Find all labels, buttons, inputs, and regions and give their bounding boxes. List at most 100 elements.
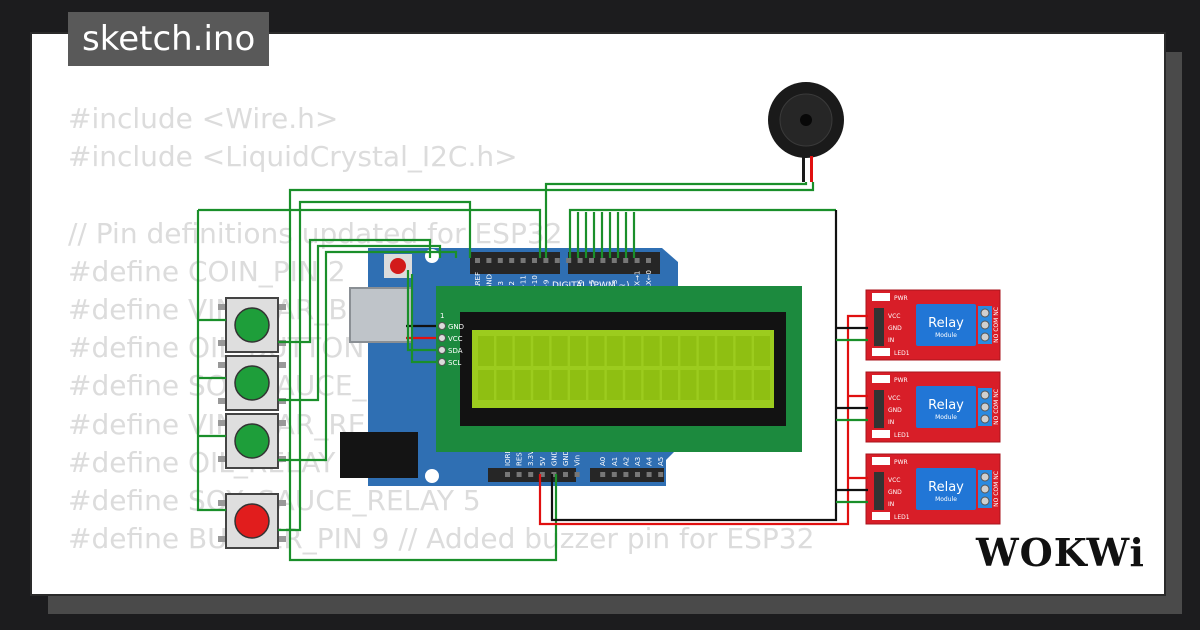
terminal-screw[interactable] xyxy=(980,390,990,400)
lcd-cell xyxy=(625,370,642,400)
terminal-screw[interactable] xyxy=(980,472,990,482)
lcd-cell xyxy=(570,336,586,366)
button-leg xyxy=(218,420,228,426)
relay-pin-label: VCC xyxy=(888,477,900,484)
header-pin[interactable] xyxy=(623,472,629,477)
lcd-cell xyxy=(662,370,678,400)
header-pin[interactable] xyxy=(634,258,640,263)
lcd-pin[interactable] xyxy=(438,322,446,330)
push-button[interactable] xyxy=(218,355,286,411)
lcd-cell xyxy=(754,370,770,400)
terminal-screw[interactable] xyxy=(980,484,990,494)
pin-label: IOREF xyxy=(504,445,512,466)
header-pin[interactable] xyxy=(635,472,640,477)
header-pin[interactable] xyxy=(509,258,515,263)
pin-label: ~3 xyxy=(611,280,619,290)
terminal-screw[interactable] xyxy=(980,414,990,424)
pin-label: GND xyxy=(485,274,493,290)
header-pin[interactable] xyxy=(554,258,560,263)
lcd-pin[interactable] xyxy=(438,334,446,342)
header-pin[interactable] xyxy=(475,258,480,263)
header-pin[interactable] xyxy=(543,258,549,263)
lcd-cell xyxy=(643,370,660,400)
header-pin[interactable] xyxy=(623,258,629,263)
push-button[interactable] xyxy=(218,413,286,469)
header-pin[interactable] xyxy=(486,258,492,263)
lcd-pin[interactable] xyxy=(438,358,446,366)
header-pin[interactable] xyxy=(646,472,652,477)
status-led xyxy=(872,430,890,438)
button-cap[interactable] xyxy=(234,423,270,459)
pin-label: ~10 xyxy=(531,275,539,290)
relay-pin-label: GND xyxy=(888,489,902,496)
buzzer[interactable] xyxy=(768,82,844,182)
header-pin[interactable] xyxy=(539,472,545,477)
pin-label: ~6 xyxy=(577,279,585,290)
header-pin[interactable] xyxy=(658,472,664,477)
push-button[interactable] xyxy=(218,493,286,549)
terminal-screw[interactable] xyxy=(980,496,990,506)
header-pin[interactable] xyxy=(589,258,594,263)
header-pin[interactable] xyxy=(551,472,557,477)
lcd-pin[interactable] xyxy=(438,346,446,354)
header-pin[interactable] xyxy=(566,258,572,263)
pin-label: A3 xyxy=(634,457,642,466)
file-tab[interactable]: sketch.ino xyxy=(68,12,270,66)
lcd-cell xyxy=(717,370,734,400)
header-pin[interactable] xyxy=(611,258,617,263)
power-jack xyxy=(340,432,418,478)
lcd-cell xyxy=(680,336,697,366)
lcd-cells xyxy=(478,336,770,400)
header-pin[interactable] xyxy=(646,258,651,263)
buzzer-hole xyxy=(800,114,812,126)
header-pin[interactable] xyxy=(516,472,522,477)
pin-label: RESET xyxy=(516,443,524,466)
button-cap[interactable] xyxy=(234,503,270,539)
button-cap[interactable] xyxy=(234,307,270,343)
pin-label: 3.3V xyxy=(527,450,535,466)
header-pin[interactable] xyxy=(574,472,580,477)
relay-title: Relay xyxy=(928,316,964,331)
lcd-cell xyxy=(551,336,568,366)
relay-block xyxy=(916,386,976,428)
header-pin[interactable] xyxy=(520,258,526,263)
header-pin[interactable] xyxy=(505,472,510,477)
pwr-led xyxy=(872,375,890,383)
relay-pin-label: VCC xyxy=(888,313,900,320)
reset-button[interactable] xyxy=(390,258,406,274)
header-pin[interactable] xyxy=(528,472,534,477)
relay-block xyxy=(916,468,976,510)
relay-pin-label: IN xyxy=(888,337,894,344)
header-pin[interactable] xyxy=(600,472,606,477)
button-leg xyxy=(218,500,228,506)
terminal-screw[interactable] xyxy=(980,308,990,318)
header-pin[interactable] xyxy=(577,258,583,263)
relay-pwr-label: PWR xyxy=(894,459,908,466)
button-cap[interactable] xyxy=(234,365,270,401)
relay-block xyxy=(916,304,976,346)
pin-label: Vin xyxy=(574,455,582,466)
wire-coin-loop xyxy=(288,182,815,562)
header-pin[interactable] xyxy=(563,472,568,477)
pin-label: A0 xyxy=(599,457,607,466)
terminal-screw[interactable] xyxy=(980,332,990,342)
terminal-screw[interactable] xyxy=(980,320,990,330)
pwr-led xyxy=(872,457,890,465)
relay-title: Relay xyxy=(928,480,964,495)
code-line: #include <Wire.h> xyxy=(68,102,339,135)
lcd-cell xyxy=(570,370,586,400)
lcd-cell xyxy=(551,370,568,400)
wire-relay-in xyxy=(836,338,868,504)
header-pin[interactable] xyxy=(611,472,617,477)
header-pin[interactable] xyxy=(497,258,503,263)
relay-pin-label: VCC xyxy=(888,395,900,402)
header-pin[interactable] xyxy=(600,258,606,263)
push-button[interactable] xyxy=(218,297,286,353)
terminal-screw[interactable] xyxy=(980,402,990,412)
code-line: #define COIN_PIN 2 xyxy=(68,254,346,288)
header-pin[interactable] xyxy=(532,258,537,263)
